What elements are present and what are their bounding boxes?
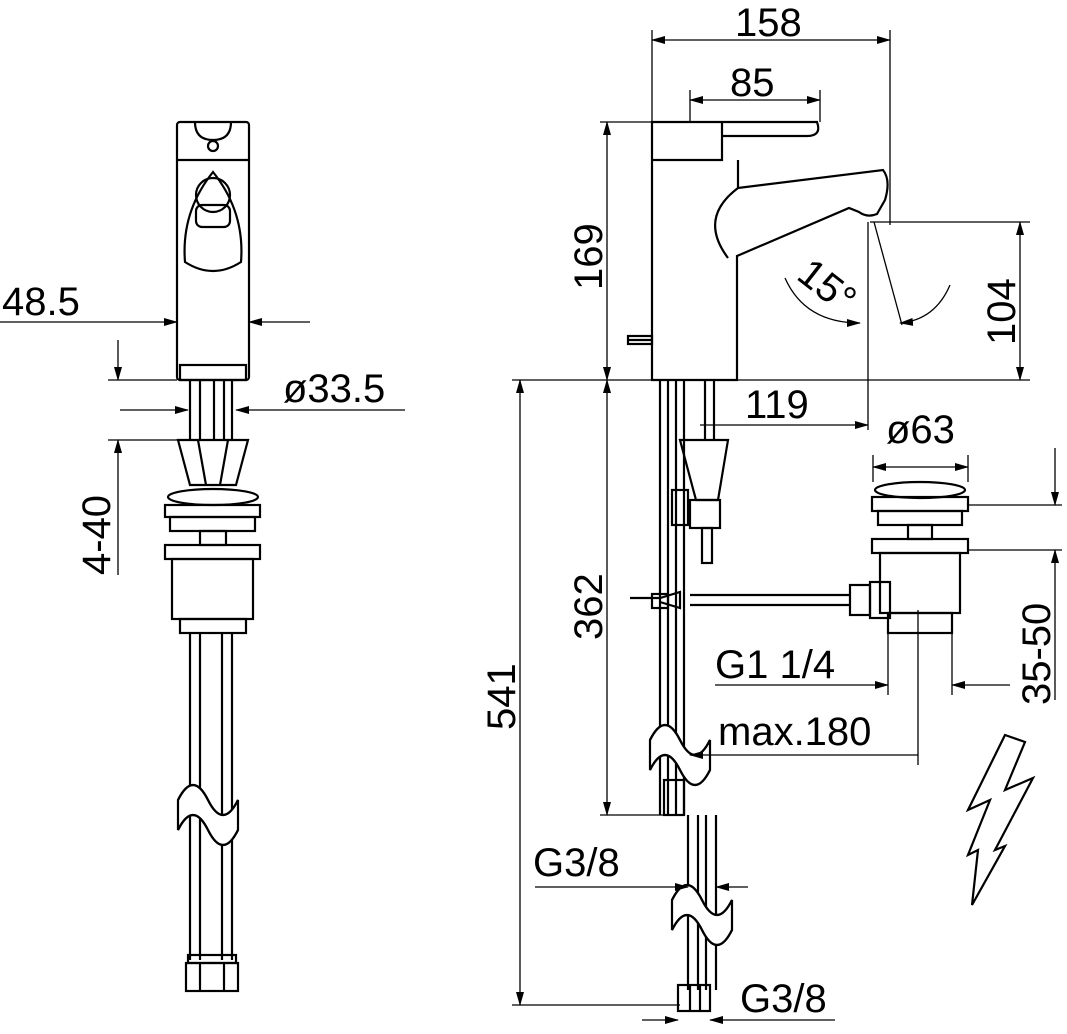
dim-height: 169: [567, 223, 611, 290]
front-view-faucet: [163, 120, 262, 993]
dim-waste-diameter: ø63: [886, 408, 955, 452]
dim-width-label: 48.5: [2, 280, 80, 324]
dim-counter-label: 4-40: [75, 495, 119, 575]
dim-spout-angle: 15°: [789, 250, 864, 322]
dim-max-rod: max.180: [718, 710, 871, 754]
side-dimensions: 158 85 169 104 15° 119 ø63: [480, 1, 1062, 1024]
dimension-connector: ø33.5: [120, 367, 405, 414]
dim-total-length: 541: [480, 663, 524, 730]
dim-spout-height: 104: [980, 278, 1024, 345]
electrical-warning-icon: [965, 733, 1036, 906]
dimension-counter: 4-40: [75, 340, 178, 575]
dim-hose-thread-lower: G3/8: [740, 977, 827, 1021]
dim-overall-depth: 158: [735, 1, 802, 45]
side-view-faucet: [626, 120, 970, 1013]
dim-waste-range: 35-50: [1015, 603, 1059, 705]
dim-waste-thread: G1 1/4: [715, 643, 835, 687]
dim-hose-length: 362: [567, 573, 611, 640]
dim-connector-label: ø33.5: [283, 367, 385, 411]
dimension-width: 48.5: [0, 280, 310, 326]
dim-hose-thread-upper: G3/8: [533, 841, 620, 885]
dim-spout-reach: 119: [745, 383, 809, 427]
dim-lever-depth: 85: [730, 61, 775, 105]
